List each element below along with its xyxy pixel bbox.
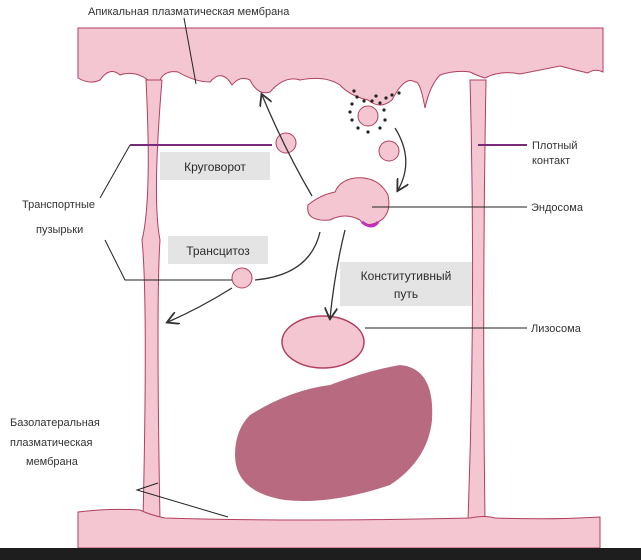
tight-junction-label-2: контакт (532, 155, 570, 167)
transcytosis-box (168, 236, 268, 264)
recycling-box (160, 152, 270, 180)
coated-vesicle (348, 89, 401, 134)
arrow-recycling (262, 95, 313, 197)
pointer-transport-upper (99, 144, 131, 199)
endosome (307, 177, 390, 226)
arrow-endocytosis (394, 127, 406, 190)
lysosome-label: Лизосома (531, 323, 582, 335)
apical-membrane-label: Апикальная плазматическая мембрана (88, 6, 290, 18)
recycling-label: Круговорот (184, 160, 246, 174)
basolateral-label-2: плазматическая (10, 437, 93, 449)
constitutive-label-1: Конститутивный (361, 269, 452, 283)
lysosome (281, 315, 365, 369)
pointer-basolateral (135, 482, 229, 518)
transport-vesicles-label-2: пузырьки (36, 224, 83, 236)
endosome-label: Эндосома (531, 202, 584, 214)
basolateral-label-1: Базолатеральная (10, 417, 100, 429)
constitutive-box (340, 262, 472, 306)
tight-junction-label-1: Плотный (532, 140, 578, 152)
arrow-transcytosis (254, 231, 321, 281)
nucleus (235, 365, 433, 501)
arrow-transcytosis-out (168, 287, 233, 322)
basolateral-label-3: мембрана (26, 456, 79, 468)
vesicle-transcytosis (231, 267, 253, 289)
endosome-marker (361, 220, 380, 228)
apical-membrane (77, 27, 604, 109)
pointer-apical (183, 17, 197, 85)
pointer-transport-lower (104, 239, 232, 281)
vesicle-early (378, 140, 400, 162)
basal-membrane (77, 508, 601, 549)
transport-vesicles-label-1: Транспортные (22, 199, 95, 211)
constitutive-label-2: путь (394, 287, 418, 301)
transcytosis-label: Трансцитоз (186, 244, 250, 258)
bottom-edge (0, 548, 641, 560)
arrow-constitutive (330, 229, 346, 318)
vesicle-recycling (275, 132, 297, 154)
